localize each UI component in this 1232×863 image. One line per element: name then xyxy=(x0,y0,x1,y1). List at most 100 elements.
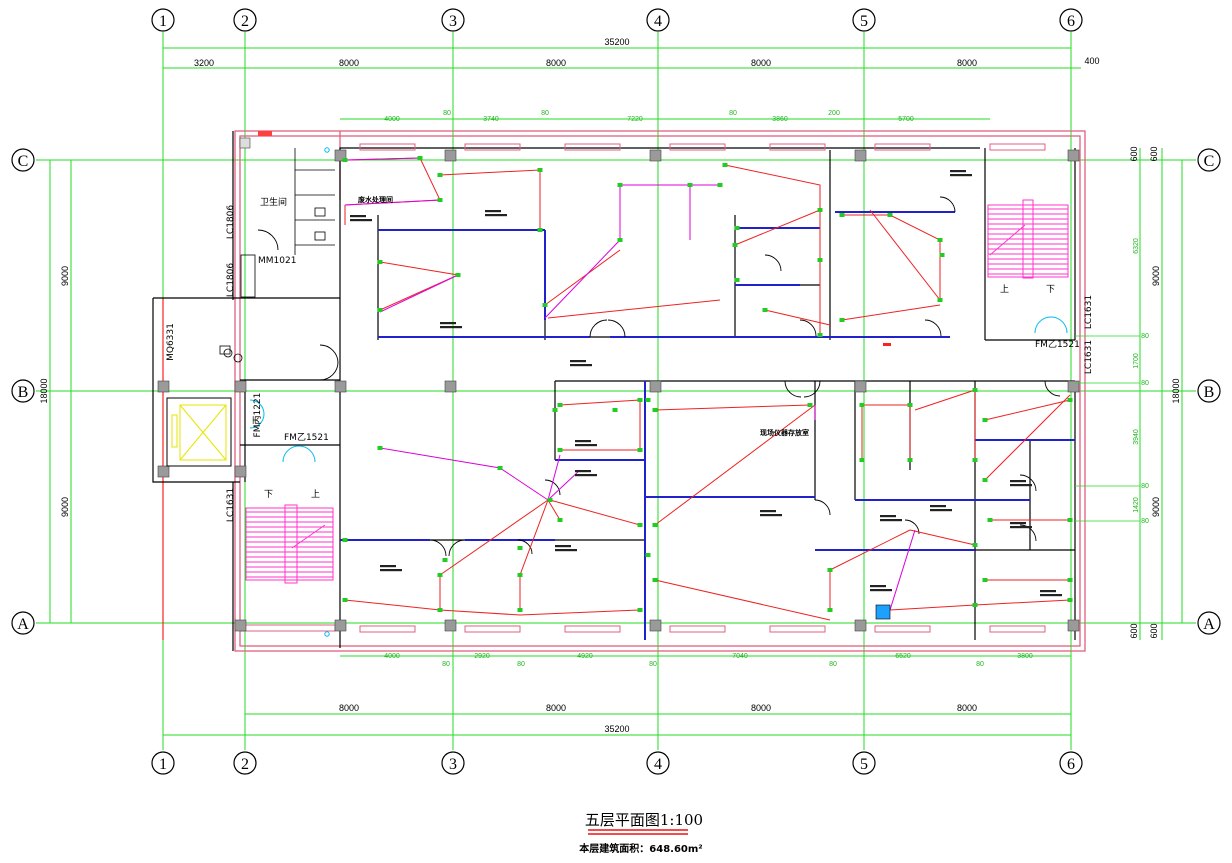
red-wire xyxy=(889,599,1071,611)
svg-text:4: 4 xyxy=(654,13,662,30)
light-fixture-mark xyxy=(645,553,651,557)
red-wire xyxy=(654,579,831,621)
red-wire xyxy=(734,209,821,246)
svg-text:80: 80 xyxy=(829,661,837,668)
columns xyxy=(157,137,1080,632)
light-fixture-mark xyxy=(982,418,988,422)
light-fixture-mark xyxy=(652,408,658,412)
svg-text:9000: 9000 xyxy=(60,266,70,286)
windows xyxy=(239,143,1046,633)
svg-text:600: 600 xyxy=(1129,623,1139,638)
light-fixture-mark xyxy=(542,303,548,307)
room-annotation-mark xyxy=(575,470,591,473)
dimensions-inner-top: 4000 80 3740 80 7220 80 3860 200 5700 xyxy=(384,110,914,123)
light-fixture-mark xyxy=(557,448,563,452)
svg-text:18000: 18000 xyxy=(39,378,49,403)
light-fixture-mark xyxy=(839,213,845,217)
red-wire xyxy=(842,214,941,300)
light-fixture-mark xyxy=(972,543,978,547)
magenta-wire xyxy=(889,529,916,611)
svg-text:400: 400 xyxy=(1084,56,1099,66)
svg-text:80: 80 xyxy=(1141,380,1149,387)
svg-text:1700: 1700 xyxy=(1133,353,1140,369)
dimensions-bottom: 8000 8000 8000 8000 35200 xyxy=(339,703,977,734)
light-fixture-mark xyxy=(637,448,643,452)
area-note: 本层建筑面积：648.60m² xyxy=(579,842,702,855)
svg-text:MQ6331: MQ6331 xyxy=(166,323,176,361)
svg-text:FM乙1521: FM乙1521 xyxy=(1035,339,1080,350)
room-annotation-mark xyxy=(555,549,577,552)
svg-text:80: 80 xyxy=(442,661,450,668)
room-annotation-mark xyxy=(760,510,776,513)
red-wire xyxy=(764,309,831,326)
light-fixture-mark xyxy=(517,546,523,550)
svg-text:5700: 5700 xyxy=(898,116,914,123)
svg-text:3: 3 xyxy=(449,13,457,30)
light-fixture-mark xyxy=(982,478,988,482)
light-fixture-mark xyxy=(972,388,978,392)
red-wire xyxy=(344,599,641,616)
svg-text:A: A xyxy=(17,616,29,633)
svg-text:80: 80 xyxy=(541,110,549,117)
light-fixture-mark xyxy=(342,538,348,542)
red-wire xyxy=(724,164,821,335)
light-fixture-mark xyxy=(637,608,643,612)
svg-text:FM乙1521: FM乙1521 xyxy=(284,432,329,443)
room-annotation-mark xyxy=(485,214,507,217)
svg-text:600: 600 xyxy=(1149,146,1159,161)
red-wire xyxy=(869,209,941,301)
svg-text:6520: 6520 xyxy=(895,653,911,660)
title-text: 五层平面图1:100 xyxy=(585,811,703,829)
grid-lines xyxy=(36,32,1196,750)
svg-text:6: 6 xyxy=(1067,756,1075,773)
svg-text:80: 80 xyxy=(976,661,984,668)
light-fixture-mark xyxy=(937,298,943,302)
light-fixture-mark xyxy=(762,308,768,312)
svg-text:35200: 35200 xyxy=(604,724,629,734)
toilet-fixtures xyxy=(240,148,335,298)
light-fixture-mark xyxy=(1067,578,1073,582)
room-annotation-mark xyxy=(760,514,782,517)
room-annotation-mark xyxy=(575,444,597,447)
light-fixture-mark xyxy=(617,238,623,242)
light-fixture-mark xyxy=(887,213,893,217)
svg-text:80: 80 xyxy=(649,661,657,668)
svg-text:C: C xyxy=(1204,153,1215,170)
svg-text:6320: 6320 xyxy=(1133,238,1140,254)
svg-text:4000: 4000 xyxy=(384,116,400,123)
svg-text:1420: 1420 xyxy=(1133,497,1140,513)
red-wire xyxy=(914,389,976,460)
room-annotation-mark xyxy=(570,364,592,367)
svg-text:4: 4 xyxy=(654,756,662,773)
dimension-lines-right-extra xyxy=(1075,335,1140,522)
svg-text:7040: 7040 xyxy=(732,653,748,660)
svg-text:4000: 4000 xyxy=(384,653,400,660)
dimensions-right: 18000 9000 9000 600 600 600 600 6320 80 … xyxy=(1129,146,1181,638)
svg-text:8000: 8000 xyxy=(751,703,771,713)
room-annotation-mark xyxy=(485,210,501,213)
light-fixture-mark xyxy=(827,608,833,612)
red-wire xyxy=(841,304,941,321)
svg-text:80: 80 xyxy=(1141,518,1149,525)
room-annotation-mark xyxy=(555,545,571,548)
room-annotation-mark xyxy=(950,170,966,173)
svg-text:600: 600 xyxy=(1129,146,1139,161)
reception-icon xyxy=(219,345,243,363)
room-annotation-mark xyxy=(1010,480,1026,483)
light-fixture-mark xyxy=(342,598,348,602)
circuit-magenta xyxy=(344,157,916,611)
svg-text:2920: 2920 xyxy=(474,653,490,660)
light-fixture-mark xyxy=(807,403,813,407)
svg-text:8000: 8000 xyxy=(957,58,977,68)
red-wire xyxy=(547,499,561,521)
svg-text:现场仪器存放室: 现场仪器存放室 xyxy=(760,428,809,437)
svg-text:9000: 9000 xyxy=(60,497,70,517)
svg-text:80: 80 xyxy=(729,110,737,117)
light-fixture-mark xyxy=(839,318,845,322)
light-fixture-mark xyxy=(455,273,461,277)
dimensions-inner-bottom: 4000 80 2920 80 4920 80 7040 80 6520 80 … xyxy=(384,653,1033,668)
blue-walls xyxy=(340,211,1075,640)
dimensions-left: 18000 9000 9000 xyxy=(39,266,70,517)
dimensions-top: 35200 3200 8000 8000 8000 8000 400 xyxy=(194,37,1100,68)
svg-text:下: 下 xyxy=(264,490,273,500)
